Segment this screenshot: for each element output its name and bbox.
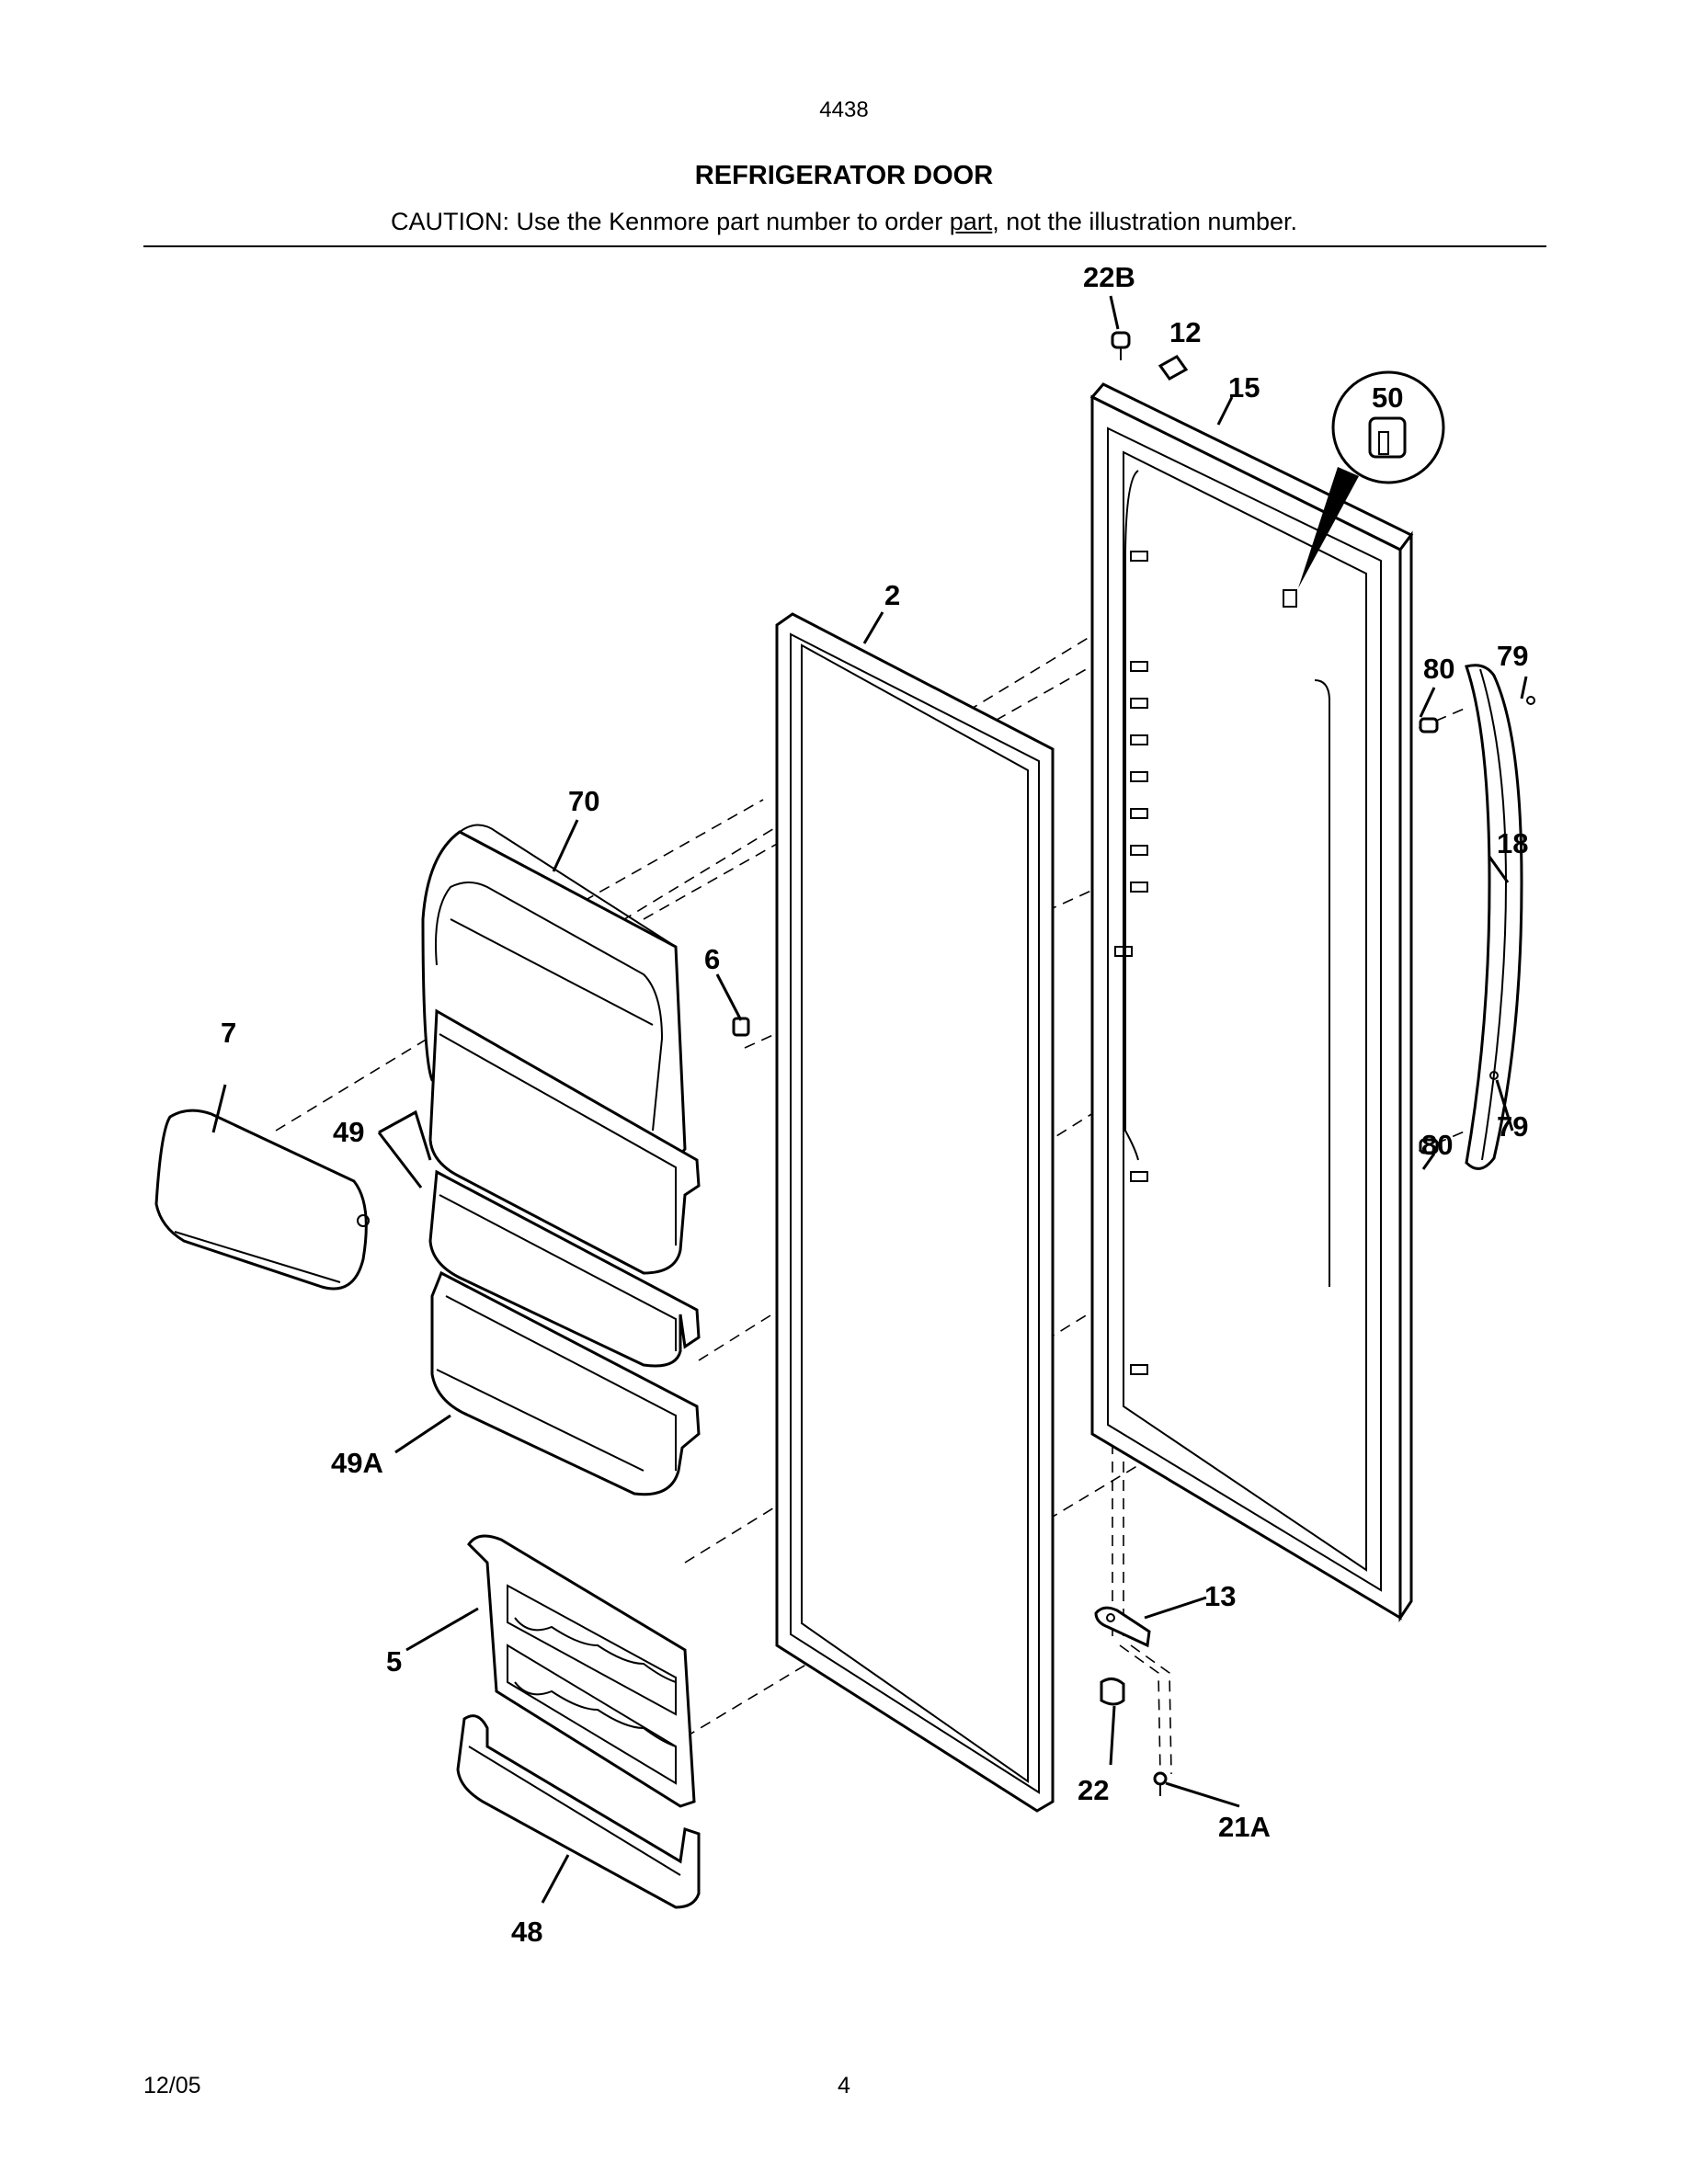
- can-rack-part: [467, 1534, 696, 1808]
- callout-79-upper: 79: [1497, 640, 1528, 672]
- hinge-bracket-part: [1094, 1606, 1151, 1648]
- door-stop-clip-part: [732, 1017, 750, 1037]
- hinge-bushing-part: [1100, 1678, 1125, 1706]
- callout-22b: 22B: [1083, 261, 1135, 293]
- callout-21a: 21A: [1218, 1811, 1271, 1843]
- magnified-bracket-detail: [1298, 370, 1445, 588]
- door-panel-part: [1089, 382, 1414, 1622]
- label-tag-part: [1158, 355, 1189, 381]
- callout-6: 6: [704, 943, 720, 975]
- large-door-bin-part: [430, 1270, 701, 1496]
- handle-screw-upper-part: [1526, 696, 1535, 705]
- door-handle-part: [1465, 664, 1523, 1170]
- caution-prefix: CAUTION: Use the Kenmore part number to …: [391, 208, 950, 235]
- caution-note: CAUTION: Use the Kenmore part number to …: [0, 208, 1688, 236]
- caution-suffix: , not the illustration number.: [992, 208, 1297, 235]
- handle-stud-upper-part: [1419, 717, 1439, 734]
- callout-22: 22: [1078, 1774, 1109, 1806]
- callout-49a: 49A: [331, 1447, 383, 1479]
- callout-80-upper: 80: [1423, 653, 1454, 685]
- callout-12: 12: [1169, 316, 1201, 348]
- leader-lines: [211, 295, 1528, 1904]
- callout-79-lower: 79: [1497, 1110, 1528, 1143]
- page-title: REFRIGERATOR DOOR: [694, 161, 994, 190]
- callout-labels: 22B 12 15 50 2 80 79 70 18 6 7 49 80 79 …: [221, 261, 1528, 1948]
- callout-70: 70: [568, 785, 599, 817]
- callout-48: 48: [511, 1916, 542, 1948]
- door-gasket-part: [775, 612, 1055, 1813]
- callout-13: 13: [1204, 1580, 1236, 1612]
- callout-5: 5: [386, 1645, 402, 1678]
- door-shelf-supports: [1114, 551, 1148, 1375]
- callout-2: 2: [884, 579, 900, 611]
- header-rule: [143, 245, 1546, 247]
- footer-page-number: 4: [838, 2073, 850, 2099]
- callout-7: 7: [221, 1017, 236, 1049]
- caution-underlined-word: part: [949, 208, 993, 235]
- callout-50: 50: [1372, 381, 1403, 414]
- handle-stud-lower-part: [1419, 1138, 1439, 1155]
- callout-15: 15: [1228, 371, 1260, 404]
- document-number: 4438: [819, 97, 869, 122]
- callout-49: 49: [333, 1116, 364, 1148]
- door-plug-part: [1111, 331, 1131, 360]
- hinge-screw-part: [1153, 1771, 1168, 1796]
- callout-80-lower: 80: [1421, 1129, 1453, 1161]
- dairy-door-part: [154, 1109, 370, 1291]
- callout-18: 18: [1497, 827, 1528, 859]
- footer-date: 12/05: [143, 2073, 201, 2099]
- lower-door-bin-part: [456, 1714, 701, 1909]
- handle-screw-lower-part: [1489, 1071, 1499, 1080]
- door-bin-upper-part: [428, 1008, 701, 1275]
- door-bin-lower-part: [428, 1169, 701, 1368]
